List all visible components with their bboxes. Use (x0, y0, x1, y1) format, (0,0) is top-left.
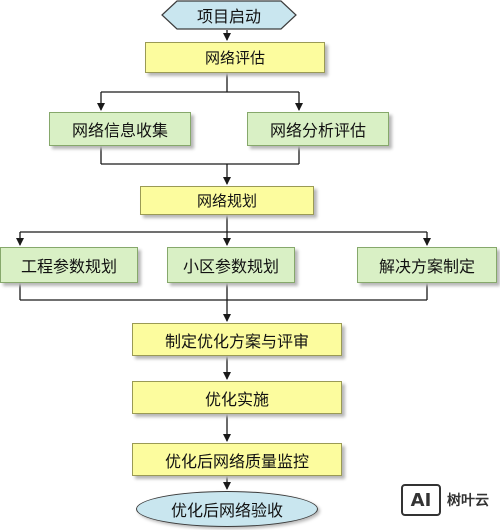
network-analysis-assessment-node: 网络分析评估 (247, 112, 389, 146)
optimization-implementation-node: 优化实施 (132, 381, 342, 414)
network-info-collection-node: 网络信息收集 (49, 112, 191, 146)
watermark-logo-icon: AI (401, 484, 441, 516)
network-assessment-node: 网络评估 (145, 42, 325, 73)
watermark-text: 树叶云 (447, 493, 489, 509)
start-node-label: 项目启动 (196, 7, 261, 26)
optimization-plan-review-node: 制定优化方案与评审 (132, 323, 342, 356)
solution-formulation-node: 解决方案制定 (357, 247, 497, 283)
engineering-param-planning-node: 工程参数规划 (0, 247, 138, 283)
start-terminator-shape (161, 0, 297, 30)
quality-monitoring-node: 优化后网络质量监控 (132, 443, 342, 476)
network-planning-node: 网络规划 (140, 186, 314, 215)
acceptance-end-node: 优化后网络验收 (136, 491, 318, 527)
cell-param-planning-node: 小区参数规划 (167, 247, 295, 283)
watermark: AI 树叶云 (401, 483, 489, 517)
